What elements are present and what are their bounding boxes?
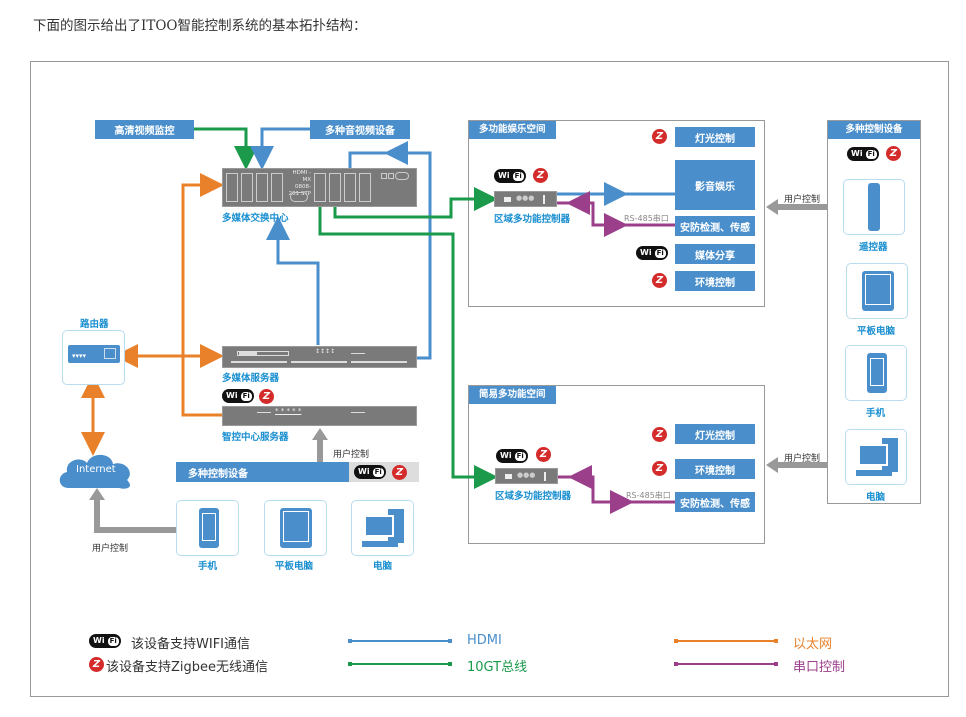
user-control-label-room2: 用户控制 [784, 454, 821, 464]
right-controls-title: 多种控制设备 [828, 121, 920, 139]
legend-10gt: 10GT总线 [467, 660, 528, 675]
intro-text: 下面的图示给出了ITOO智能控制系统的基本拓扑结构： [33, 18, 367, 34]
wire-hdvideo-matrix [194, 127, 258, 170]
bottom-device-computer[interactable] [351, 500, 414, 556]
room1-func-environment[interactable]: 环境控制 [675, 271, 755, 291]
right-device-phone-label: 手机 [866, 408, 886, 419]
room-full-title: 多功能娱乐空间 [469, 121, 556, 139]
room2-func-security[interactable]: 安防检测、传感 [675, 492, 755, 512]
room1-func-av[interactable]: 影音娱乐 [675, 160, 755, 210]
right-device-tablet[interactable] [846, 263, 908, 319]
room1-controller-label: 区域多功能控制器 [494, 214, 571, 225]
room2-controller-label: 区域多功能控制器 [495, 491, 572, 502]
room1-rs485-label: RS-485串口 [624, 214, 669, 223]
zigbee-badge-icon: Z [392, 465, 407, 480]
matrix-model-1: HDMI - [292, 170, 311, 176]
right-device-tablet-label: 平板电脑 [857, 326, 896, 337]
zigbee-badge-icon: Z [652, 461, 667, 476]
room1-func-media-share[interactable]: 媒体分享 [675, 244, 755, 264]
zigbee-badge-icon: Z [259, 389, 274, 404]
room-simple-title: 简易多功能空间 [469, 386, 556, 404]
zigbee-badge-icon: Z [652, 129, 667, 144]
matrix-model-3: 201 STP [288, 191, 311, 197]
bottom-device-tablet-label: 平板电脑 [275, 561, 314, 572]
media-server: ↕↕↕↕ [222, 346, 417, 368]
legend-lines [348, 639, 778, 666]
legend-ethernet: 以太网 [793, 637, 833, 652]
control-server-label: 智控中心服务器 [222, 432, 289, 443]
legend-zigbee-text: 该设备支持Zigbee无线通信 [106, 660, 269, 675]
legend-serial: 串口控制 [793, 660, 846, 675]
computer-icon [856, 438, 900, 478]
remote-icon [868, 183, 880, 231]
room1-controller: ●●● [494, 191, 557, 207]
bottom-controls-title: 多种控制设备 [188, 468, 248, 480]
bottom-device-phone-label: 手机 [198, 561, 218, 572]
room2-controller: ●●● [495, 468, 558, 484]
room2-func-environment[interactable]: 环境控制 [675, 459, 755, 479]
router-tile: ▾▾▾▾ [62, 330, 125, 385]
router-label: 路由器 [80, 319, 109, 330]
wire-server-matrix-loop [348, 151, 432, 360]
computer-icon [362, 509, 406, 549]
zigbee-badge-icon: Z [89, 657, 104, 672]
right-device-remote-label: 遥控器 [859, 242, 888, 253]
phone-icon [867, 353, 887, 393]
room1-func-security[interactable]: 安防检测、传感 [675, 216, 755, 236]
control-center-server: * * * * * [222, 406, 417, 426]
bottom-device-tablet[interactable] [264, 500, 327, 556]
bottom-device-phone[interactable] [176, 500, 239, 556]
user-control-label-left: 用户控制 [92, 544, 129, 554]
room2-func-lighting[interactable]: 灯光控制 [675, 424, 755, 444]
wire-server-matrix [266, 216, 320, 345]
router-icon: ▾▾▾▾ [68, 345, 120, 363]
zigbee-badge-icon: Z [652, 427, 667, 442]
zigbee-badge-icon: Z [652, 273, 667, 288]
hd-video-monitor-box: 高清视频监控 [95, 120, 194, 139]
user-control-label-room1: 用户控制 [784, 195, 821, 205]
av-devices-box: 多种音视频设备 [310, 120, 410, 139]
legend-wifi-text: 该设备支持WIFI通信 [131, 637, 250, 652]
wire-ethernet-trunk [181, 183, 222, 417]
zigbee-badge-icon: Z [886, 146, 901, 161]
wire-matrix-room2 [318, 205, 498, 489]
room2-rs485-label: RS-485串口 [626, 491, 671, 500]
legend-hdmi: HDMI [467, 633, 502, 648]
matrix-switch: HDMI - MX 0808- 201 STP [222, 168, 417, 207]
phone-icon [199, 508, 219, 548]
internet-cloud-icon [59, 454, 130, 489]
matrix-label: 多媒体交换中心 [222, 213, 289, 224]
right-device-remote[interactable] [843, 179, 905, 235]
bottom-device-computer-label: 电脑 [373, 561, 393, 572]
media-server-label: 多媒体服务器 [222, 373, 280, 384]
arrow-user-control-internet [94, 500, 176, 533]
tablet-icon [862, 271, 894, 311]
zigbee-badge-icon: Z [533, 168, 548, 183]
user-control-label-up: 用户控制 [333, 450, 370, 460]
diagram-frame [30, 61, 949, 697]
right-device-computer[interactable] [845, 429, 907, 485]
zigbee-badge-icon: Z [536, 447, 551, 462]
room1-func-lighting[interactable]: 灯光控制 [675, 127, 755, 147]
internet-label: Internet [76, 464, 116, 475]
right-device-computer-label: 电脑 [866, 492, 886, 503]
tablet-icon [280, 508, 312, 548]
wire-av-matrix [250, 127, 310, 170]
matrix-model-2: MX 0808- [295, 177, 311, 190]
right-device-phone[interactable] [845, 345, 907, 401]
wire-matrix-room1 [333, 187, 498, 219]
